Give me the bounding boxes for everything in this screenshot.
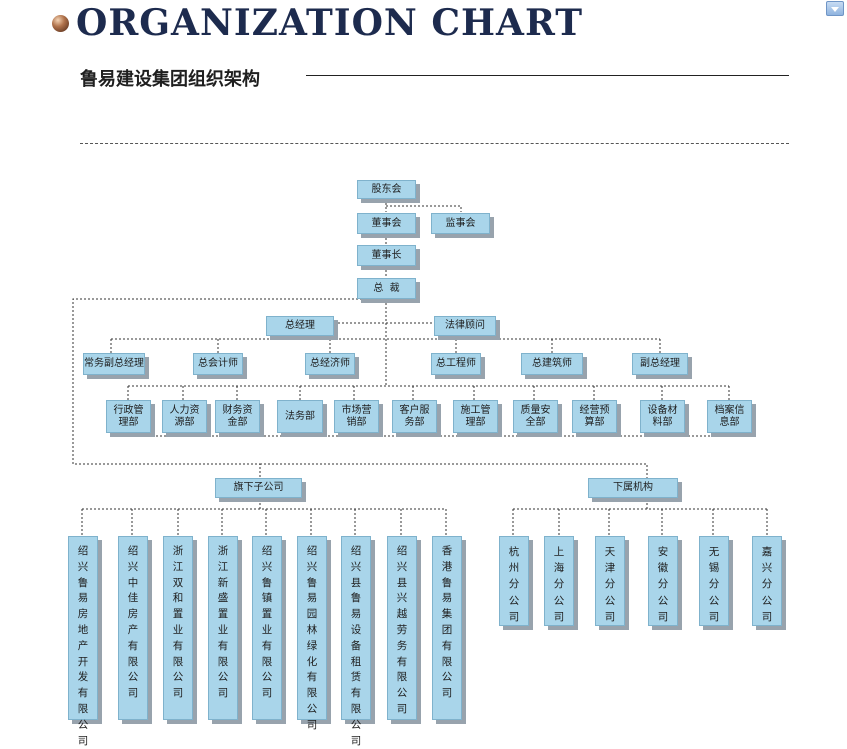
node-department: 施工管理部 bbox=[453, 400, 498, 433]
node-branch: 无锡分公司 bbox=[699, 536, 729, 626]
node-subsidiary: 香港鲁易集团有限公司 bbox=[432, 536, 462, 720]
node-subsidiary: 浙江新盛置业有限公司 bbox=[208, 536, 238, 720]
node-subsidiaries-header: 旗下子公司 bbox=[215, 478, 302, 498]
node-president: 总 裁 bbox=[357, 278, 416, 299]
node-legal-counsel: 法律顾问 bbox=[434, 316, 496, 336]
node-deputy: 总会计师 bbox=[193, 353, 243, 375]
node-department: 档案信息部 bbox=[707, 400, 752, 433]
node-board: 董事会 bbox=[357, 213, 416, 234]
node-department: 质量安全部 bbox=[513, 400, 558, 433]
node-subsidiary: 浙江双和置业有限公司 bbox=[163, 536, 193, 720]
node-deputy: 总经济师 bbox=[305, 353, 355, 375]
node-department: 客户服务部 bbox=[392, 400, 437, 433]
collapse-button[interactable] bbox=[826, 1, 844, 16]
node-supervisors: 监事会 bbox=[431, 213, 490, 234]
node-branches-header: 下属机构 bbox=[588, 478, 678, 498]
node-department: 法务部 bbox=[277, 400, 323, 433]
node-subsidiary: 绍兴中佳房产有限公司 bbox=[118, 536, 148, 720]
node-deputy: 总工程师 bbox=[431, 353, 481, 375]
node-subsidiary: 绍兴鲁易房地产开发有限公司 bbox=[68, 536, 98, 747]
node-deputy: 常务副总经理 bbox=[83, 353, 145, 375]
page-subtitle: 鲁易建设集团组织架构 bbox=[80, 69, 260, 90]
page-title: ORGANIZATION CHART bbox=[76, 2, 584, 44]
node-branch: 上海分公司 bbox=[544, 536, 574, 626]
node-subsidiary: 绍兴县鲁易设备租赁有限公司 bbox=[341, 536, 371, 747]
node-department: 人力资源部 bbox=[162, 400, 207, 433]
node-department: 市场营销部 bbox=[334, 400, 379, 433]
node-deputy: 副总经理 bbox=[632, 353, 688, 375]
node-department: 设备材料部 bbox=[640, 400, 685, 433]
node-department: 财务资金部 bbox=[215, 400, 260, 433]
node-branch: 安徽分公司 bbox=[648, 536, 678, 626]
node-branch: 天津分公司 bbox=[595, 536, 625, 626]
node-chairman: 董事长 bbox=[357, 245, 416, 266]
title-rule bbox=[306, 75, 789, 76]
dashed-divider bbox=[80, 143, 789, 144]
node-general-manager: 总经理 bbox=[266, 316, 334, 336]
node-subsidiary: 绍兴鲁易园林绿化有限公司 bbox=[297, 536, 327, 731]
node-department: 经营预算部 bbox=[572, 400, 617, 433]
node-shareholders: 股东会 bbox=[357, 180, 416, 199]
node-branch: 杭州分公司 bbox=[499, 536, 529, 626]
node-deputy: 总建筑师 bbox=[521, 353, 583, 375]
node-subsidiary: 绍兴县兴越劳务有限公司 bbox=[387, 536, 417, 720]
node-branch: 嘉兴分公司 bbox=[752, 536, 782, 626]
bullet-icon bbox=[52, 15, 69, 32]
node-department: 行政管理部 bbox=[106, 400, 151, 433]
node-subsidiary: 绍兴鲁镇置业有限公司 bbox=[252, 536, 282, 720]
